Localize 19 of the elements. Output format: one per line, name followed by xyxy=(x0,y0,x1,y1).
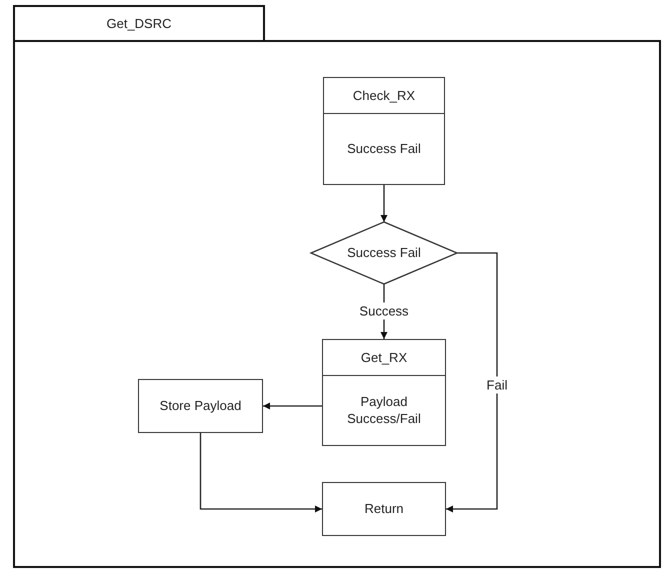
compartment-text: Success Fail xyxy=(347,140,421,158)
node-label: Store Payload xyxy=(160,398,242,414)
compartment-box xyxy=(323,77,445,185)
node-label: Return xyxy=(364,500,404,518)
compartment-text: Payload Success/Fail xyxy=(346,394,422,428)
decision-diamond xyxy=(311,222,457,284)
compartment-title: Get_RX xyxy=(360,350,408,365)
package-tab: Get_DSRC xyxy=(13,5,265,40)
arrow xyxy=(200,433,322,512)
node-label: Success Fail xyxy=(347,244,421,262)
compartment-title: Check_RX xyxy=(352,88,416,103)
compartment-box xyxy=(322,339,446,446)
edge-label: Success xyxy=(358,302,410,320)
arrow xyxy=(446,252,498,512)
edge-label: Fail xyxy=(486,376,508,394)
arrow xyxy=(263,402,322,410)
process-box xyxy=(322,482,446,536)
process-box xyxy=(138,379,263,433)
arrow xyxy=(380,185,388,222)
